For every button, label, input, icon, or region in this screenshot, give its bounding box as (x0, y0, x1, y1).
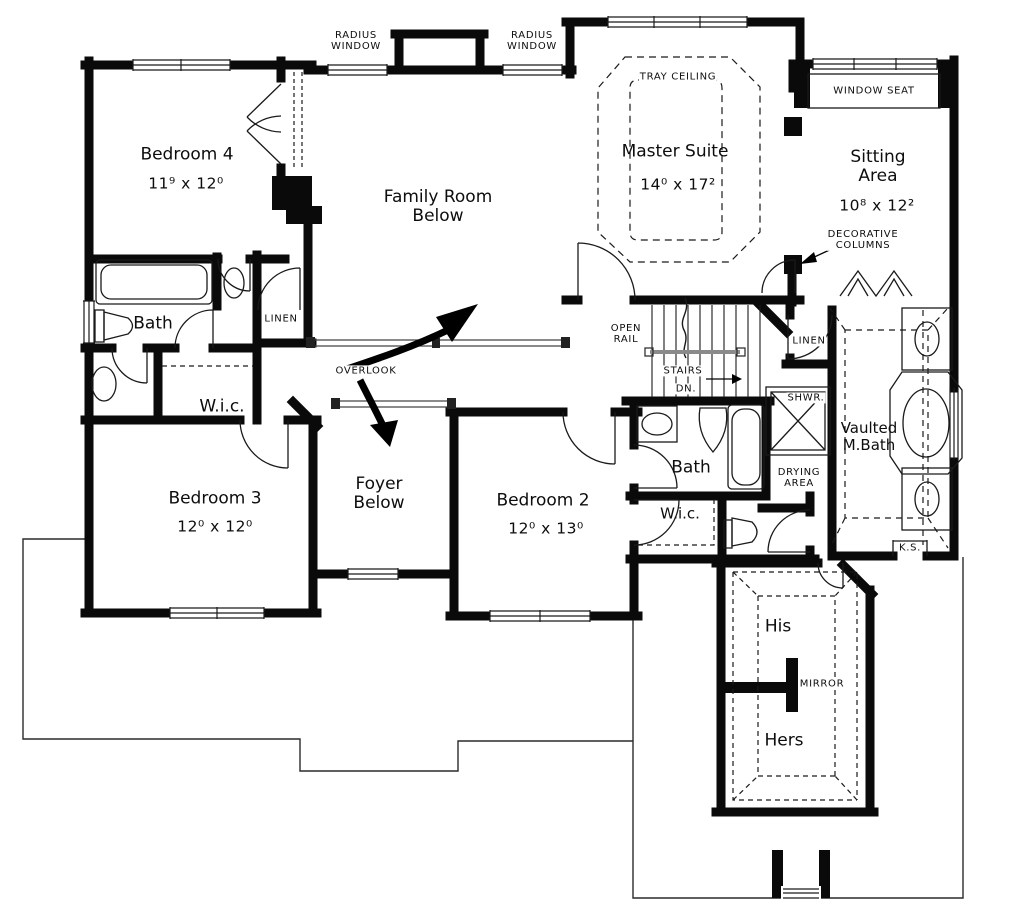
bottom-window-stub-left (772, 850, 783, 898)
shower-stall (765, 386, 831, 456)
room-label-family-room: Family Room Below (383, 186, 493, 226)
room-label-bedroom2: Bedroom 2 (496, 490, 590, 511)
toilet-upper (103, 311, 134, 341)
vanity-top (901, 307, 953, 371)
fixture-closet (223, 267, 245, 299)
vanity-bottom (901, 467, 953, 531)
room-label-sitting-area: Sitting Area (850, 146, 906, 186)
toilet-center (698, 407, 728, 454)
tray-ceiling-label: TRAY CEILING (638, 71, 718, 83)
plant-shelf-track (293, 72, 303, 170)
doors (111, 83, 844, 589)
room-label-master-suite: Master Suite (621, 141, 729, 162)
room-label-hers-closet: Hers (764, 730, 804, 751)
windows (83, 16, 959, 899)
window-seat-stub-left (794, 64, 810, 108)
room-label-foyer: Foyer Below (353, 473, 405, 513)
linen-label-upper: LINEN (263, 313, 299, 325)
railings (306, 337, 570, 409)
dim-label-bedroom2: 12⁰ x 13⁰ (508, 519, 584, 538)
roofline (22, 538, 964, 899)
master-tub (902, 388, 950, 458)
closet-shelving (732, 571, 858, 801)
chimney-block (272, 176, 322, 224)
overlook-label: OVERLOOK (334, 365, 398, 377)
radius-window-label-left: RADIUS WINDOW (330, 29, 382, 53)
wc-toilet (731, 517, 758, 547)
room-label-his-closet: His (764, 616, 792, 637)
linen-label-right: LINEN (791, 335, 827, 347)
tub-center (727, 404, 765, 490)
dim-label-master-suite: 14⁰ x 17² (640, 175, 716, 194)
overlook-arrow-down (356, 378, 389, 432)
decorative-column-bottom (784, 255, 802, 274)
radius-window-label-right: RADIUS WINDOW (506, 29, 558, 53)
window-seat-stub-right (938, 64, 954, 108)
mirror-label: MIRROR (798, 678, 846, 690)
room-label-bedroom4: Bedroom 4 (140, 144, 234, 165)
tray-ceiling-inner (629, 79, 723, 241)
tub-upper (95, 259, 213, 305)
bay-arches (839, 269, 913, 298)
shower-label: SHWR. (786, 392, 826, 404)
knee-space (892, 540, 928, 556)
dim-label-sitting-area: 10⁸ x 12² (839, 196, 915, 215)
dim-label-bedroom3: 12⁰ x 12⁰ (177, 517, 253, 536)
dim-label-bedroom4: 11⁹ x 12⁰ (148, 174, 224, 193)
knee-space-label: K.S. (897, 542, 923, 554)
window-seat-label: WINDOW SEAT (832, 85, 916, 97)
solid-features (272, 64, 954, 898)
room-label-mbath: Vaulted M.Bath (840, 419, 898, 454)
room-label-wic-upper: W.i.c. (199, 396, 245, 417)
drying-area-label: DRYING AREA (776, 466, 822, 490)
wic-center-shelf (638, 498, 715, 546)
room-label-bedroom3: Bedroom 3 (168, 488, 262, 509)
toilet-oval-room (91, 366, 117, 402)
open-rail-label: OPEN RAIL (609, 322, 643, 346)
fixtures (91, 73, 963, 556)
room-label-bath-center: Bath (671, 457, 711, 478)
decorative-columns-label: DECORATIVE COLUMNS (826, 228, 900, 252)
toilet-tank-upper (94, 309, 105, 343)
closet-divider-stub (724, 682, 786, 693)
room-label-wic-center: W.i.c. (660, 504, 700, 523)
bottom-window-stub-right (819, 850, 830, 898)
mbath-vault (829, 307, 949, 549)
decorative-column-top (784, 117, 802, 136)
room-label-bath-upper: Bath (133, 313, 173, 334)
mirror-wall (786, 658, 798, 712)
stair-rail (644, 347, 746, 357)
stairs-label: STAIRS (662, 365, 704, 377)
sink-counter-center (636, 405, 678, 443)
overlook-arrow-up (342, 326, 450, 374)
tub-bay (889, 371, 963, 475)
window-seat-box (807, 73, 941, 109)
dashed-details (162, 56, 949, 801)
walls (80, 17, 959, 817)
stairs-down-label: DN. (674, 383, 698, 395)
